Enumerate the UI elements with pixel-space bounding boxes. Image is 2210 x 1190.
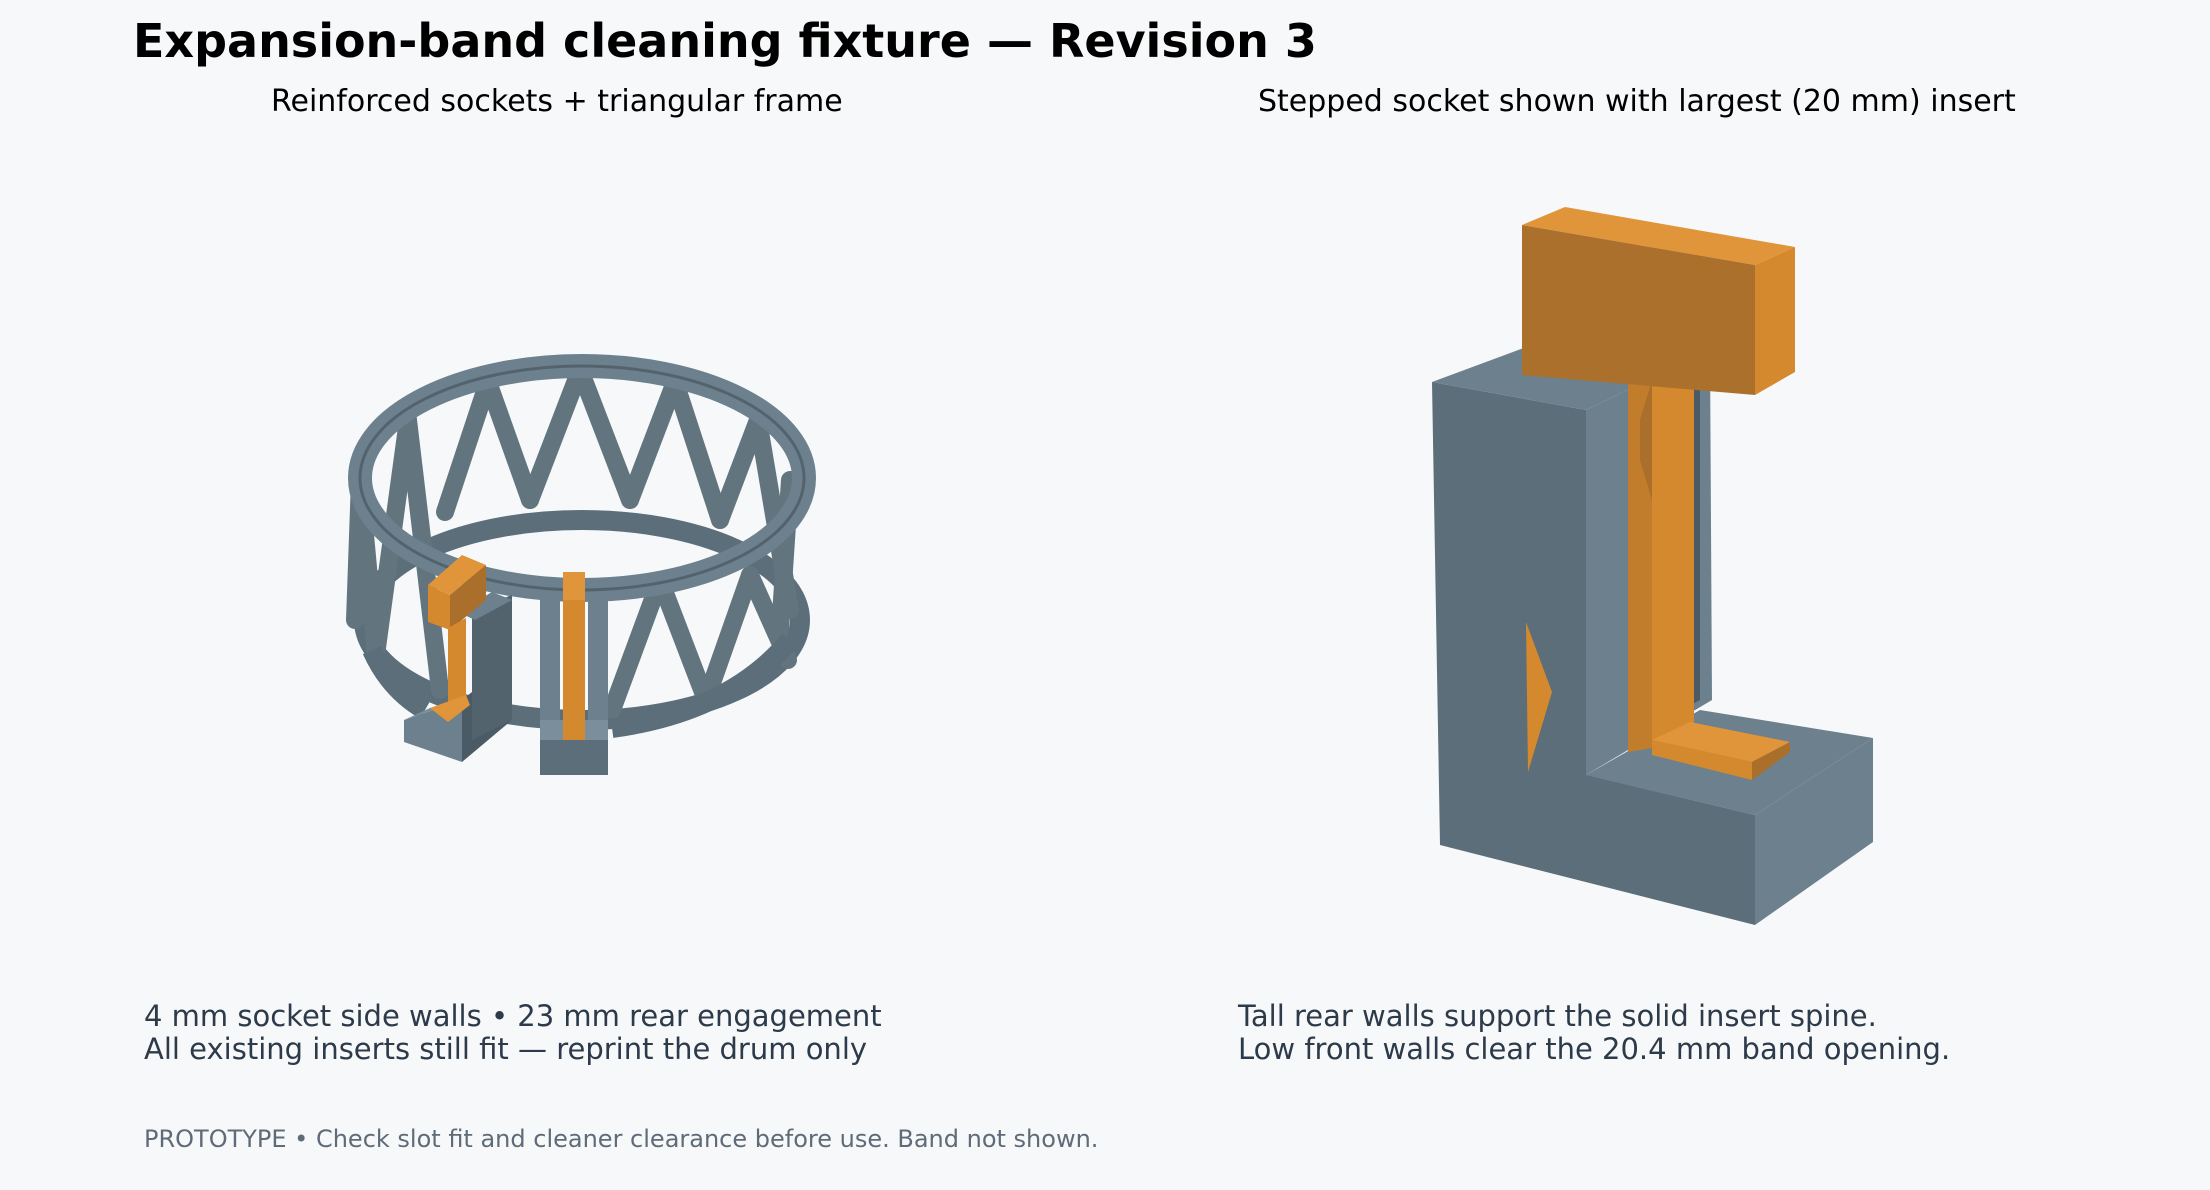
footer-note: PROTOTYPE • Check slot fit and cleaner c… [144, 1125, 1099, 1153]
right-insert [563, 572, 585, 740]
right-caption-line-2: Low front walls clear the 20.4 mm band o… [1238, 1032, 1951, 1066]
left-view-title: Reinforced sockets + triangular frame [271, 84, 843, 119]
figure-title: Expansion-band cleaning fixture — Revisi… [133, 14, 1317, 68]
right-view-title: Stepped socket shown with largest (20 mm… [1258, 84, 2016, 119]
right-caption-line-1: Tall rear walls support the solid insert… [1238, 999, 1877, 1033]
left-caption-line-2: All existing inserts still fit — reprint… [144, 1032, 868, 1066]
stepped-socket-closeup [1432, 207, 1873, 925]
large-insert [1522, 207, 1795, 780]
rear-wall [1432, 382, 1586, 845]
left-caption-line-1: 4 mm socket side walls • 23 mm rear enga… [144, 999, 882, 1033]
left-caption: 4 mm socket side walls • 23 mm rear enga… [144, 1000, 882, 1066]
right-caption: Tall rear walls support the solid insert… [1238, 1000, 1950, 1066]
right-socket [540, 600, 608, 775]
drum-assembly [346, 354, 816, 775]
left-insert [428, 555, 486, 722]
